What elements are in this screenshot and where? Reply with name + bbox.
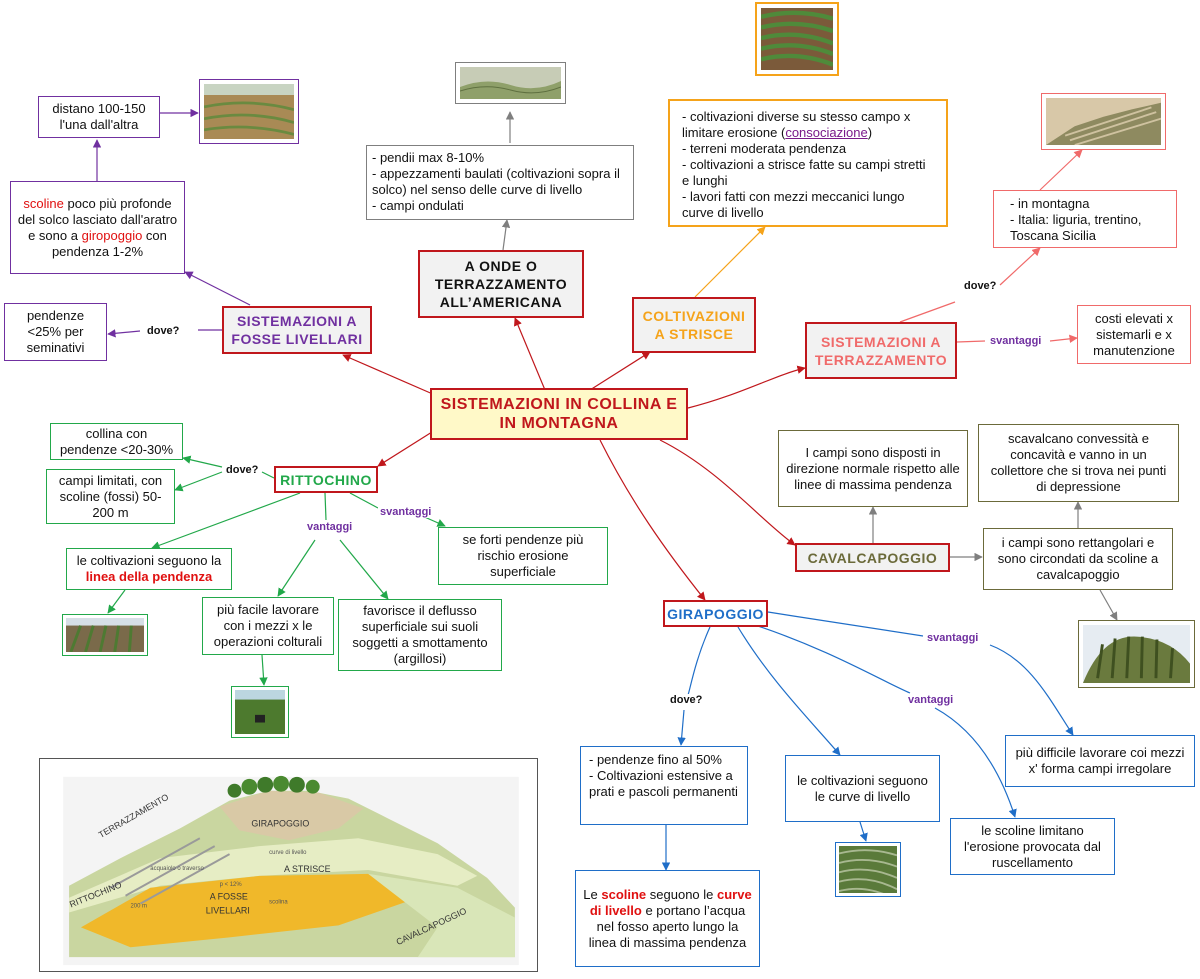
fosse-dove-label: dove? — [145, 325, 182, 337]
rittochino-title: RITTOCHINO — [280, 471, 372, 488]
terrazzamento-costi-box: costi elevati x sistemarli e x manutenzi… — [1077, 305, 1191, 364]
girapoggio-scoline-text: Le scoline seguono le curve di livello e… — [583, 886, 752, 950]
strisce-item: - terreni moderata pendenza — [682, 141, 847, 156]
girapoggio-node: GIRAPOGGIO — [663, 600, 768, 627]
hill-diagram: TERRAZZAMENTO GIRAPOGGIO RITTOCHINO A ST… — [39, 758, 538, 972]
rittochino-node: RITTOCHINO — [274, 466, 378, 493]
rittochino-vantaggi-label: vantaggi — [305, 521, 355, 533]
girapoggio-pendenze-box: - pendenze fino al 50% - Coltivazioni es… — [580, 746, 748, 825]
strisce-item: - coltivazioni diverse su stesso campo x… — [682, 109, 911, 140]
girapoggio-difficile-text: più difficile lavorare coi mezzi x' form… — [1015, 745, 1185, 776]
rittochino-campi-text: campi limitati, con scoline (fossi) 50-2… — [58, 472, 163, 520]
onde-item: - campi ondulati — [372, 198, 464, 213]
rittochino-photo-2 — [231, 686, 289, 738]
cavalcapoggio-scavalcano-text: scavalcano convessità e concavità e vann… — [990, 431, 1167, 494]
onde-node: A ONDE O TERRAZZAMENTO ALL’AMERICANA — [418, 250, 584, 318]
rittochino-favorisce-text: favorisce il deflusso superficiale sui s… — [352, 603, 488, 666]
terrazzamento-node: SISTEMAZIONI A TERRAZZAMENTO — [805, 322, 957, 379]
terrazzamento-title: SISTEMAZIONI A TERRAZZAMENTO — [814, 333, 948, 368]
diagram-label: GIRAPOGGIO — [251, 818, 309, 828]
cavalcapoggio-scavalcano-box: scavalcano convessità e concavità e vann… — [978, 424, 1179, 502]
rittochino-forti-box: se forti pendenze più rischio erosione s… — [438, 527, 608, 585]
cavalcapoggio-node: CAVALCAPOGGIO — [795, 543, 950, 572]
terrazzamento-dove-label: dove? — [962, 280, 999, 292]
cavalcapoggio-photo — [1078, 620, 1195, 688]
girapoggio-svantaggi-label: svantaggi — [925, 632, 981, 644]
fosse-scoline-text: scoline poco più profonde del solco lasc… — [17, 195, 178, 259]
girapoggio-vantaggi-label: vantaggi — [906, 694, 956, 706]
terrazzamento-dove-item: - in montagna — [1010, 196, 1090, 211]
onde-info-box: - pendii max 8-10% - appezzamenti baulat… — [366, 145, 634, 220]
central-node: SISTEMAZIONI IN COLLINA E IN MONTAGNA — [430, 388, 688, 440]
fosse-distano-text: distano 100-150 l'una dall'altra — [52, 101, 146, 132]
cavalcapoggio-campi-box: I campi sono disposti in direzione norma… — [778, 430, 968, 507]
strisce-node: COLTIVAZIONI A STRISCE — [632, 297, 756, 353]
terrazzamento-dove-item: - Italia: liguria, trentino, Toscana Sic… — [1010, 212, 1142, 243]
fosse-photo — [199, 79, 299, 144]
rittochino-favorisce-box: favorisce il deflusso superficiale sui s… — [338, 599, 502, 671]
strisce-item: - coltivazioni a strisce fatte su campi … — [682, 157, 926, 188]
strisce-info-box: - coltivazioni diverse su stesso campo x… — [668, 99, 948, 227]
girapoggio-curve-box: le coltivazioni seguono le curve di live… — [785, 755, 940, 822]
onde-photo — [455, 62, 566, 104]
diagram-label: scolina — [269, 900, 288, 906]
terrazzamento-dove-box: - in montagna - Italia: liguria, trentin… — [993, 190, 1177, 248]
diagram-label: LIVELLARI — [206, 906, 250, 916]
girapoggio-curve-text: le coltivazioni seguono le curve di live… — [797, 772, 928, 804]
rittochino-svantaggi-label: svantaggi — [378, 506, 434, 518]
strisce-photo — [755, 2, 839, 76]
diagram-label: A STRISCE — [284, 864, 331, 874]
onde-item: - pendii max 8-10% — [372, 150, 484, 165]
terrazzamento-photo — [1041, 93, 1166, 150]
fosse-distano-box: distano 100-150 l'una dall'altra — [38, 96, 160, 138]
girapoggio-difficile-box: più difficile lavorare coi mezzi x' form… — [1005, 735, 1195, 787]
fosse-livellari-node: SISTEMAZIONI A FOSSE LIVELLARI — [222, 306, 372, 354]
diagram-label: 200 m — [130, 904, 147, 910]
fosse-scoline-box: scoline poco più profonde del solco lasc… — [10, 181, 185, 274]
terrazzamento-costi-text: costi elevati x sistemarli e x manutenzi… — [1093, 310, 1175, 358]
rittochino-forti-text: se forti pendenze più rischio erosione s… — [462, 532, 584, 579]
rittochino-facile-box: più facile lavorare con i mezzi x le ope… — [202, 597, 334, 655]
girapoggio-dove-label: dove? — [668, 694, 705, 706]
rittochino-collina-text: collina con pendenze <20-30% — [59, 425, 174, 457]
rittochino-seguono-text: le coltivazioni seguono la linea della p… — [76, 553, 222, 584]
consociazione-link[interactable]: consociazione — [785, 125, 868, 140]
girapoggio-photo — [835, 842, 901, 897]
fosse-pendenze-box: pendenze <25% per seminativi — [4, 303, 107, 361]
rittochino-collina-box: collina con pendenze <20-30% — [50, 423, 183, 460]
cavalcapoggio-campi-text: I campi sono disposti in direzione norma… — [786, 444, 960, 492]
rittochino-photo — [62, 614, 148, 656]
onde-item: - appezzamenti baulati (coltivazioni sop… — [372, 166, 620, 197]
girapoggio-pendenze-item: - Coltivazioni estensive a prati e pasco… — [589, 768, 738, 799]
girapoggio-pendenze-item: - pendenze fino al 50% — [589, 752, 722, 767]
onde-title: A ONDE O TERRAZZAMENTO ALL’AMERICANA — [434, 258, 568, 310]
rittochino-campi-box: campi limitati, con scoline (fossi) 50-2… — [46, 469, 175, 524]
diagram-label: acquaiolo o traverso — [150, 866, 204, 872]
rittochino-dove-label: dove? — [224, 464, 261, 476]
cavalcapoggio-rettangolari-text: i campi sono rettangolari e sono circond… — [997, 535, 1159, 582]
rittochino-facile-text: più facile lavorare con i mezzi x le ope… — [213, 602, 323, 649]
cavalcapoggio-rettangolari-box: i campi sono rettangolari e sono circond… — [983, 528, 1173, 590]
girapoggio-scoline-limitano-text: le scoline limitano l'erosione provocata… — [964, 822, 1101, 870]
girapoggio-title: GIRAPOGGIO — [667, 605, 764, 622]
girapoggio-scoline-box: Le scoline seguono le curve di livello e… — [575, 870, 760, 967]
diagram-label: p < 12% — [220, 882, 243, 888]
terrazzamento-svantaggi-label: svantaggi — [988, 335, 1044, 347]
diagram-label: curve di livello — [269, 850, 307, 856]
rittochino-seguono-box: le coltivazioni seguono la linea della p… — [66, 548, 232, 590]
strisce-item: - lavori fatti con mezzi meccanici lungo… — [682, 189, 905, 220]
cavalcapoggio-title: CAVALCAPOGGIO — [807, 549, 938, 566]
central-title: SISTEMAZIONI IN COLLINA E IN MONTAGNA — [440, 396, 678, 432]
fosse-title: SISTEMAZIONI A FOSSE LIVELLARI — [231, 313, 363, 347]
diagram-label: A FOSSE — [210, 892, 248, 902]
strisce-title: COLTIVAZIONI A STRISCE — [642, 308, 746, 342]
girapoggio-scoline-limitano-box: le scoline limitano l'erosione provocata… — [950, 818, 1115, 875]
fosse-pendenze-text: pendenze <25% per seminativi — [26, 308, 85, 355]
